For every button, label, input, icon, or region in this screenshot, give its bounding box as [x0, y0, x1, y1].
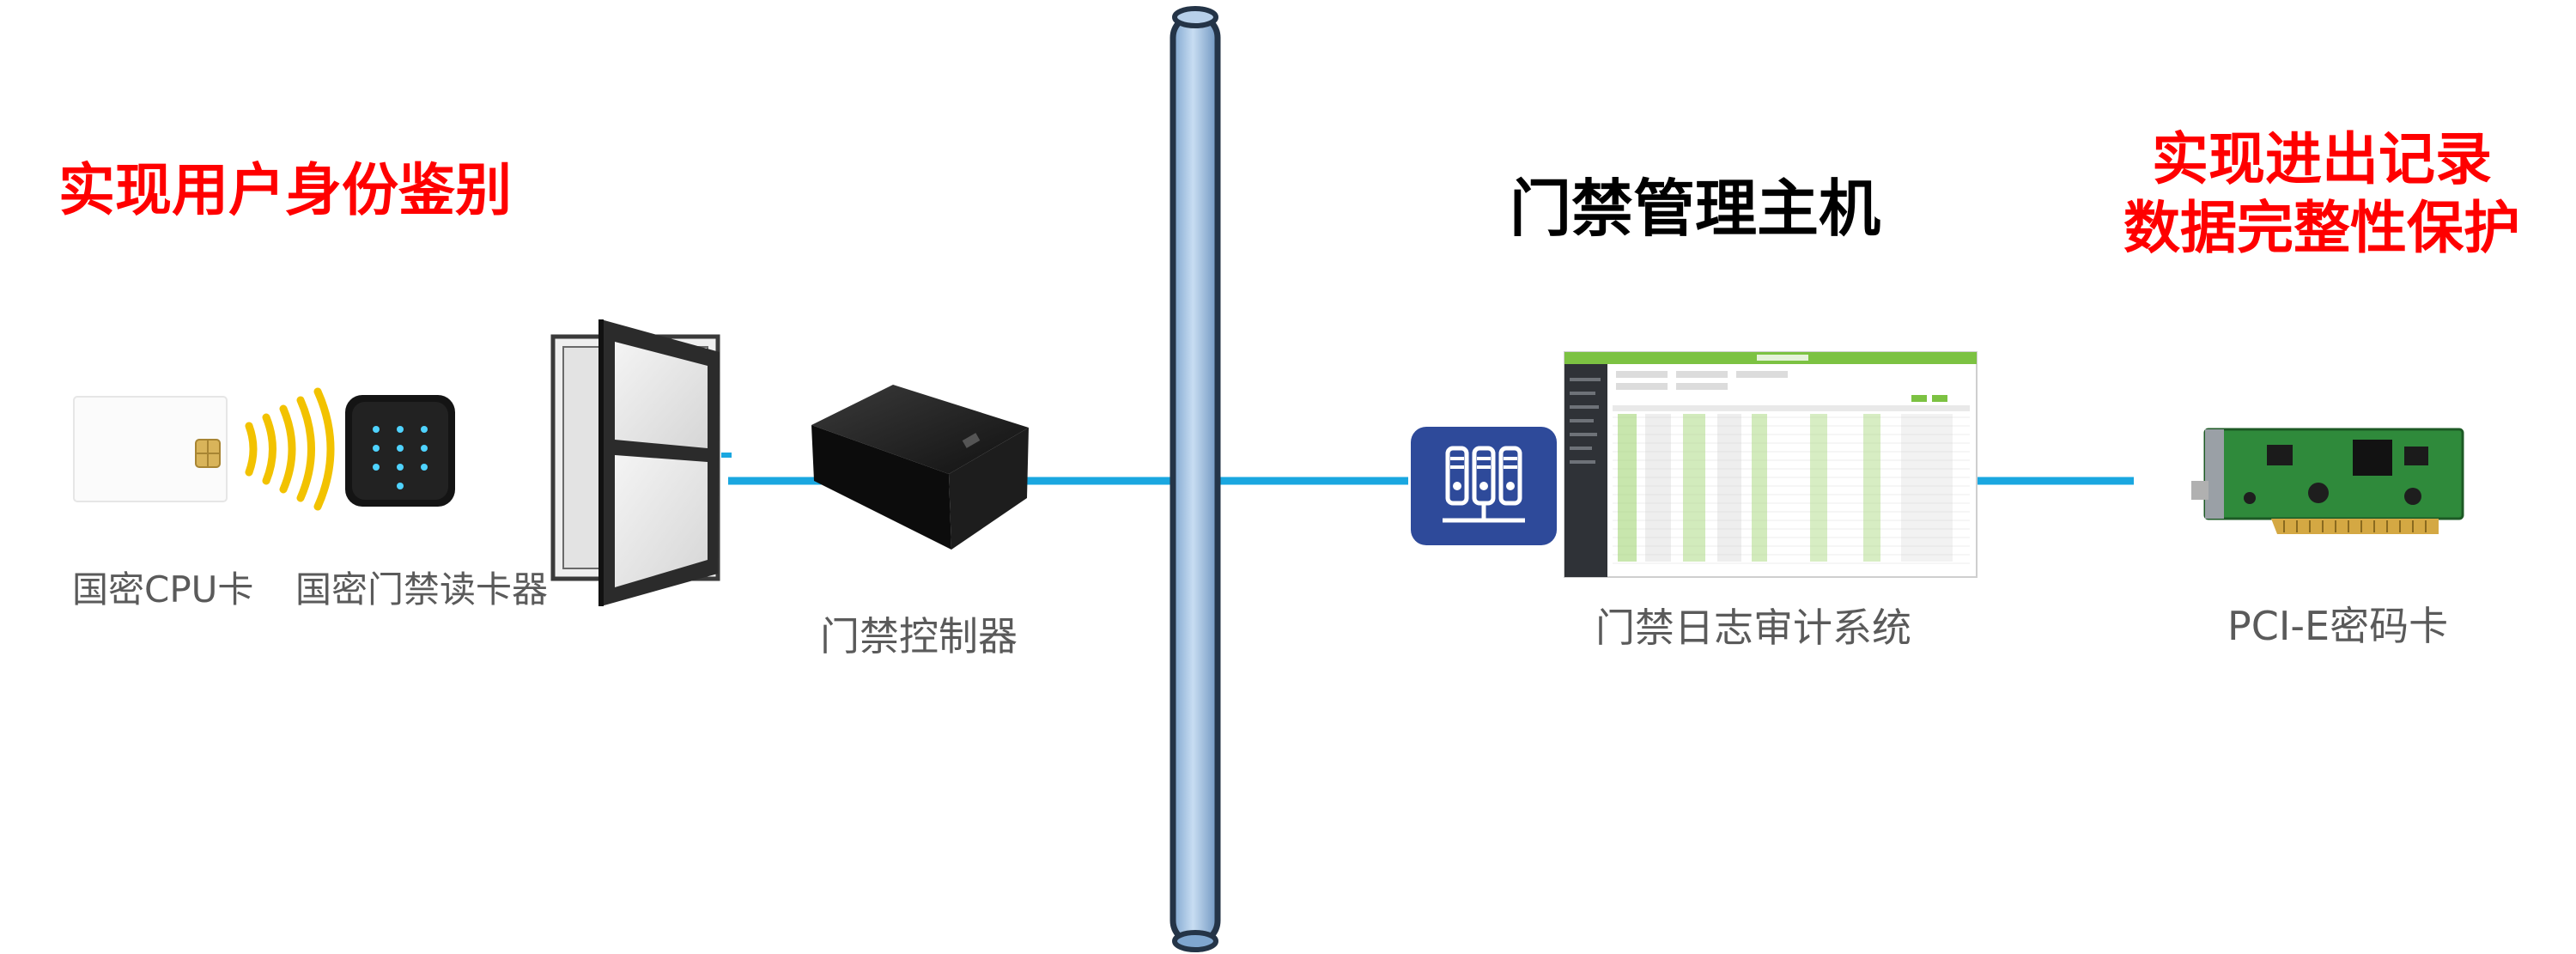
heading-access-control-host: 门禁管理主机	[1510, 173, 1881, 245]
network-boundary-pipe	[1170, 6, 1221, 952]
cpu-card-illustration	[73, 396, 228, 502]
heading-record-integrity-line1: 实现进出记录	[2152, 126, 2492, 192]
pcie-card-illustration	[2191, 428, 2464, 534]
heading-record-integrity-line2: 数据完整性保护	[2123, 195, 2520, 261]
controller-box-illustration	[811, 385, 1029, 550]
heading-identity-authentication: 实现用户身份鉴别	[58, 157, 512, 223]
caption-controller: 门禁控制器	[820, 613, 1018, 659]
caption-card-reader: 国密门禁读卡器	[295, 568, 549, 611]
keypad-icon	[373, 426, 428, 489]
caption-cpu-card: 国密CPU卡	[72, 568, 254, 611]
server-icon	[1411, 427, 1557, 545]
card-reader-illustration	[345, 395, 455, 507]
nfc-signal-icon	[245, 387, 335, 511]
audit-system-screenshot	[1564, 351, 1978, 578]
caption-crypto-card: PCI-E密码卡	[2227, 603, 2449, 649]
door-icon	[550, 319, 720, 606]
caption-audit-system: 门禁日志审计系统	[1595, 605, 1911, 651]
